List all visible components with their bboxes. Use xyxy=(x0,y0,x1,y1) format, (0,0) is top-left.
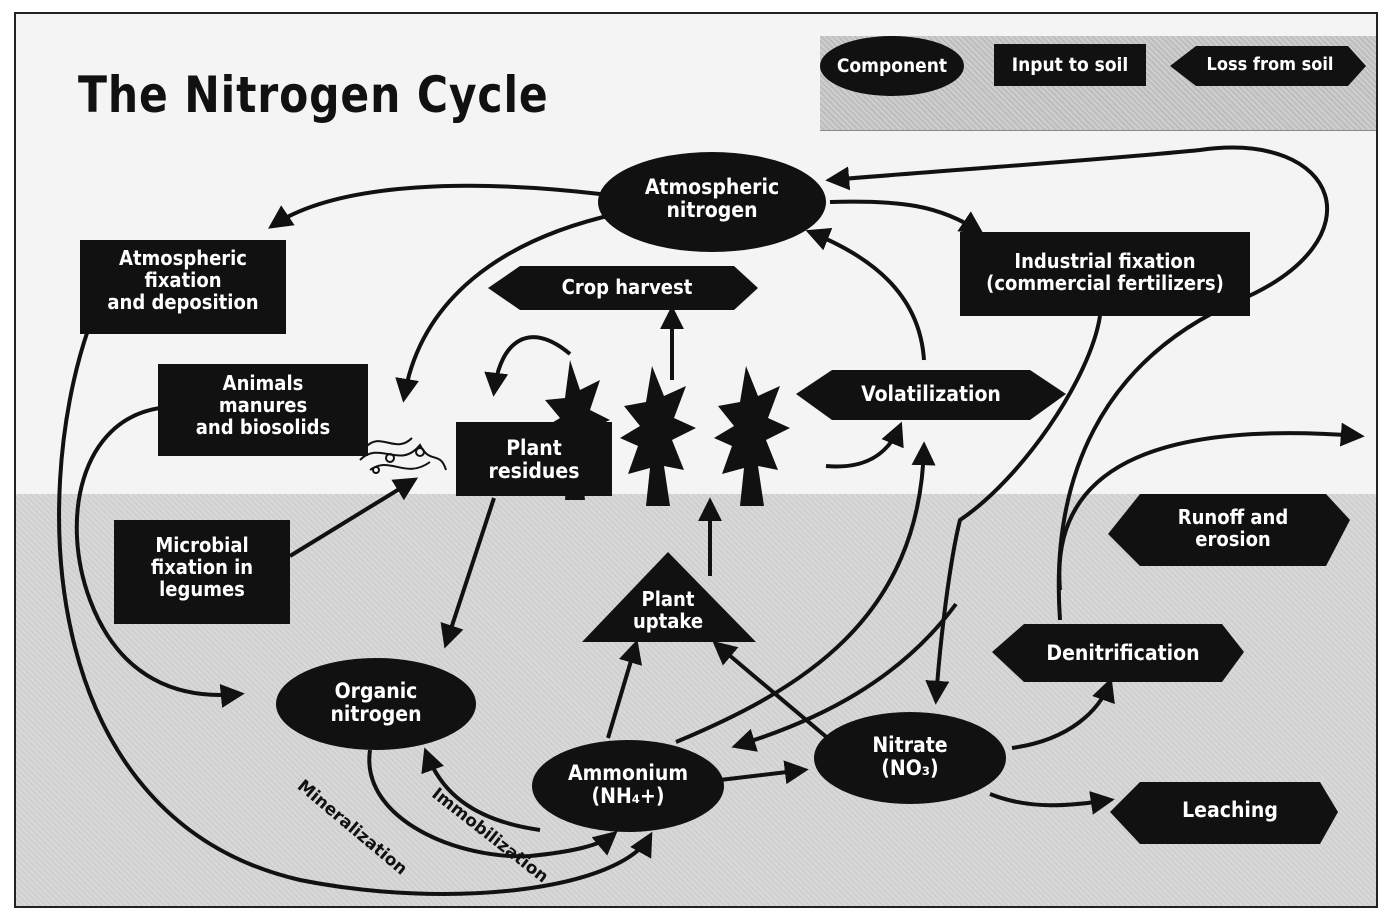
microbial-fixation-label: Microbial fixation in legumes xyxy=(150,533,254,601)
runoff-erosion-label: Runoff and erosion xyxy=(1177,505,1289,551)
arrow-fixation-to-ammonium xyxy=(57,329,653,896)
organic-nitrogen-shape xyxy=(276,658,476,750)
arrow-atm-to-fixation xyxy=(268,183,601,229)
arrow-atm-to-manures xyxy=(395,212,617,403)
legume-roots-icon xyxy=(359,437,447,474)
ammonium-label: Ammonium (NH₄+) xyxy=(567,761,689,809)
cycle-arrows xyxy=(57,145,1365,896)
arrow-plant-to-volatilization xyxy=(825,421,904,469)
arrow-ammonium-to-organic xyxy=(421,747,541,832)
arrow-plant-to-residues xyxy=(484,335,572,397)
legend-input-label: Input to soil xyxy=(1011,54,1129,76)
arrow-ammonium-to-uptake xyxy=(606,639,643,739)
plant-uptake-label: Plant uptake xyxy=(632,587,704,633)
industrial-fixation-shape xyxy=(960,232,1250,316)
atmospheric-nitrogen-label: Atmospheric nitrogen xyxy=(644,175,780,223)
arrow-microbial-to-legume xyxy=(288,477,419,558)
arrow-volatilization-to-atm xyxy=(805,227,926,361)
plant-residues-shape xyxy=(456,422,612,496)
plant-uptake-shape xyxy=(582,552,756,642)
arrow-manures-to-organic xyxy=(74,406,245,708)
legend-loss-label: Loss from soil xyxy=(1206,54,1334,75)
atmospheric-nitrogen-shape xyxy=(598,152,826,252)
legend-loss-shape xyxy=(1170,46,1366,86)
arrow-residues-to-organic xyxy=(440,497,496,649)
arrow-atm-to-industrial xyxy=(829,199,984,235)
runoff-erosion-shape xyxy=(1108,494,1350,566)
volatilization-shape xyxy=(796,370,1066,420)
denitrification-shape xyxy=(992,624,1244,682)
animals-manures-shape xyxy=(158,364,368,456)
arrow-ammonium-to-nitrate xyxy=(719,760,809,785)
legend-component-shape xyxy=(820,36,964,96)
arrow-organic-to-ammonium xyxy=(367,749,618,859)
arrow-nitrate-to-leaching xyxy=(989,790,1115,815)
nitrate-shape xyxy=(814,712,1006,804)
arrow-industrial-to-nitrate xyxy=(925,315,1102,705)
ammonium-shape xyxy=(532,740,724,832)
arrow-nitrate-to-denitrification xyxy=(1011,677,1115,750)
arrow-ammonium-to-volatilization xyxy=(675,441,936,744)
leaching-shape xyxy=(1110,782,1338,844)
legend-component-label: Component xyxy=(836,55,948,77)
arrow-denitrification-to-atm xyxy=(825,145,1330,621)
nitrate-label: Nitrate (NO₃) xyxy=(872,733,948,781)
plant-residues-label: Plant residues xyxy=(488,436,580,484)
legend-input-shape xyxy=(994,44,1146,86)
page-title: The Nitrogen Cycle xyxy=(78,66,549,124)
volatilization-label: Volatilization xyxy=(861,382,1001,406)
leaching-label: Leaching xyxy=(1182,798,1278,822)
industrial-fixation-label: Industrial fixation (commercial fertiliz… xyxy=(986,249,1224,295)
arrow-nitrate-to-ammonium xyxy=(731,602,958,752)
atmospheric-fixation-label: Atmospheric fixation and deposition xyxy=(107,246,259,314)
atmospheric-fixation-shape xyxy=(80,240,286,334)
crop-harvest-label: Crop harvest xyxy=(561,275,693,299)
crop-harvest-shape xyxy=(488,266,758,310)
organic-nitrogen-label: Organic nitrogen xyxy=(330,679,422,727)
microbial-fixation-shape xyxy=(114,520,290,624)
animals-manures-label: Animals manures and biosolids xyxy=(195,371,331,439)
arrow-nitrate-to-uptake xyxy=(712,640,832,742)
denitrification-label: Denitrification xyxy=(1046,641,1200,665)
